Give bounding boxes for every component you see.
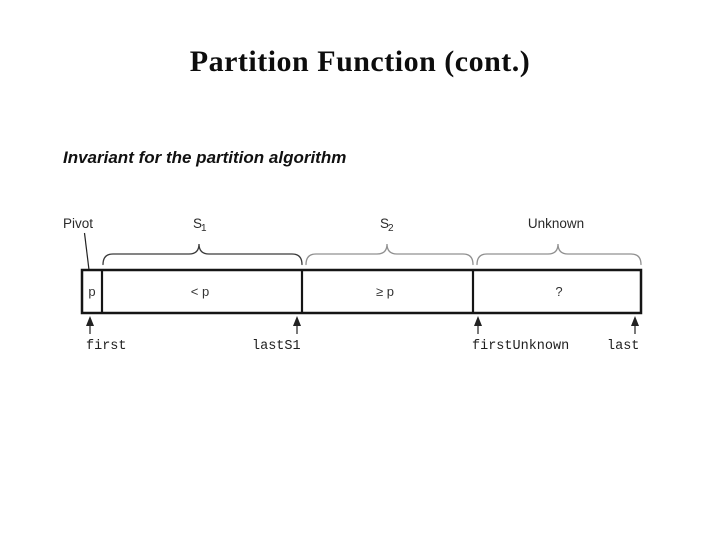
pointer-lastS1-arrow xyxy=(293,316,301,334)
region-s1-label: S xyxy=(193,216,202,231)
slide-title: Partition Function (cont.) xyxy=(189,45,531,78)
pointer-first-arrow xyxy=(86,316,94,334)
pointer-firstUnknown-label: firstUnknown xyxy=(472,339,569,354)
cell-unknown-text: ? xyxy=(555,284,562,299)
region-s2-subscript: 2 xyxy=(388,223,394,234)
brace-s2 xyxy=(305,243,474,266)
region-s2-label: S xyxy=(380,216,389,231)
region-s1-subscript: 1 xyxy=(201,223,207,234)
cell-greater-equal-text: ≥ p xyxy=(376,284,394,299)
pointer-firstUnknown-arrow xyxy=(474,316,482,334)
partition-invariant-diagram: Pivot S 1 S 2 Unknown p < p ≥ p ? xyxy=(63,216,643,354)
pointer-last-label: last xyxy=(607,339,639,354)
brace-unknown xyxy=(476,243,642,266)
region-unknown-label: Unknown xyxy=(528,216,584,231)
pointer-last-arrow xyxy=(631,316,639,334)
brace-s1 xyxy=(102,243,303,266)
cell-pivot-text: p xyxy=(88,284,95,299)
pointer-first-label: first xyxy=(86,339,127,354)
pivot-arrow-shaft xyxy=(83,232,91,275)
slide-subtitle: Invariant for the partition algorithm xyxy=(63,148,347,167)
pivot-label: Pivot xyxy=(63,216,93,231)
pointer-lastS1-label: lastS1 xyxy=(252,339,301,354)
cell-less-than-text: < p xyxy=(191,284,209,299)
array-box xyxy=(80,268,643,315)
